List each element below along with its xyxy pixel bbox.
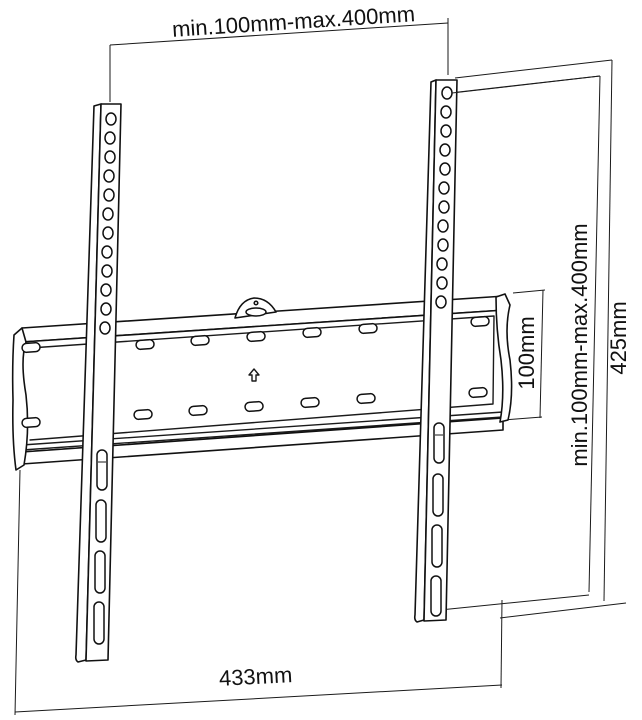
dimension-top-width: min.100mm-max.400mm (109, 1, 449, 102)
overall-width-label: 433mm (218, 662, 293, 691)
plate-height-label: 100mm (514, 316, 539, 389)
dimension-overall-height: min.100mm-max.400mm 425mm (439, 59, 631, 619)
right-arm (413, 79, 458, 623)
top-slot-row (21, 315, 490, 354)
bottom-slot-row (21, 386, 488, 429)
wall-plate (11, 293, 513, 471)
left-arm-long-slots (93, 449, 108, 645)
left-arm (74, 103, 122, 663)
top-width-label: min.100mm-max.400mm (171, 1, 415, 42)
right-vertical-label: min.100mm-max.400mm (567, 223, 592, 466)
right-arm-round-holes (435, 86, 453, 309)
overall-height-label: 425mm (606, 301, 631, 374)
dimension-overall-width: 433mm (14, 469, 503, 716)
left-arm-round-holes (99, 112, 117, 335)
dimension-plate-height: 100mm (502, 289, 546, 421)
lock-tab (234, 297, 277, 319)
right-arm-long-slots (430, 422, 445, 617)
up-arrow-icon (248, 368, 260, 382)
